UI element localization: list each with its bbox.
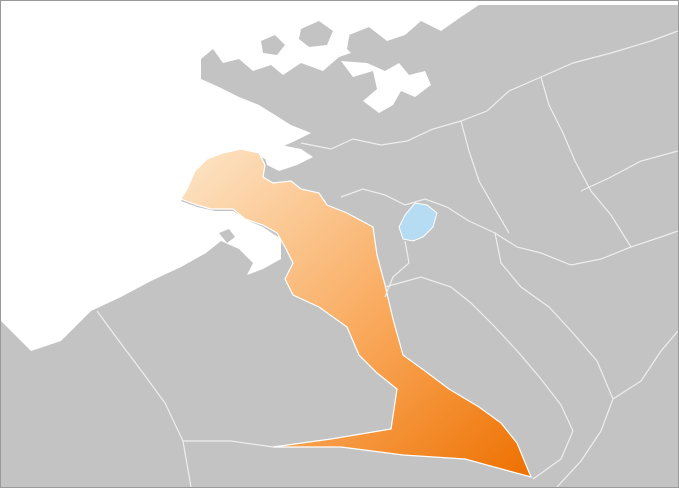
island-2[interactable] — [347, 31, 379, 59]
orange-gradient-district[interactable] — [180, 148, 533, 478]
island-1[interactable] — [299, 21, 333, 47]
coastal-islet-2[interactable] — [219, 229, 235, 243]
island-3[interactable] — [387, 45, 421, 71]
light-blue-lake[interactable] — [398, 202, 438, 242]
coastal-islet-1[interactable] — [231, 255, 251, 271]
inlet-harbor — [263, 145, 313, 171]
inlet-north — [341, 61, 431, 113]
island-4[interactable] — [261, 35, 285, 55]
district-borders — [96, 30, 678, 487]
